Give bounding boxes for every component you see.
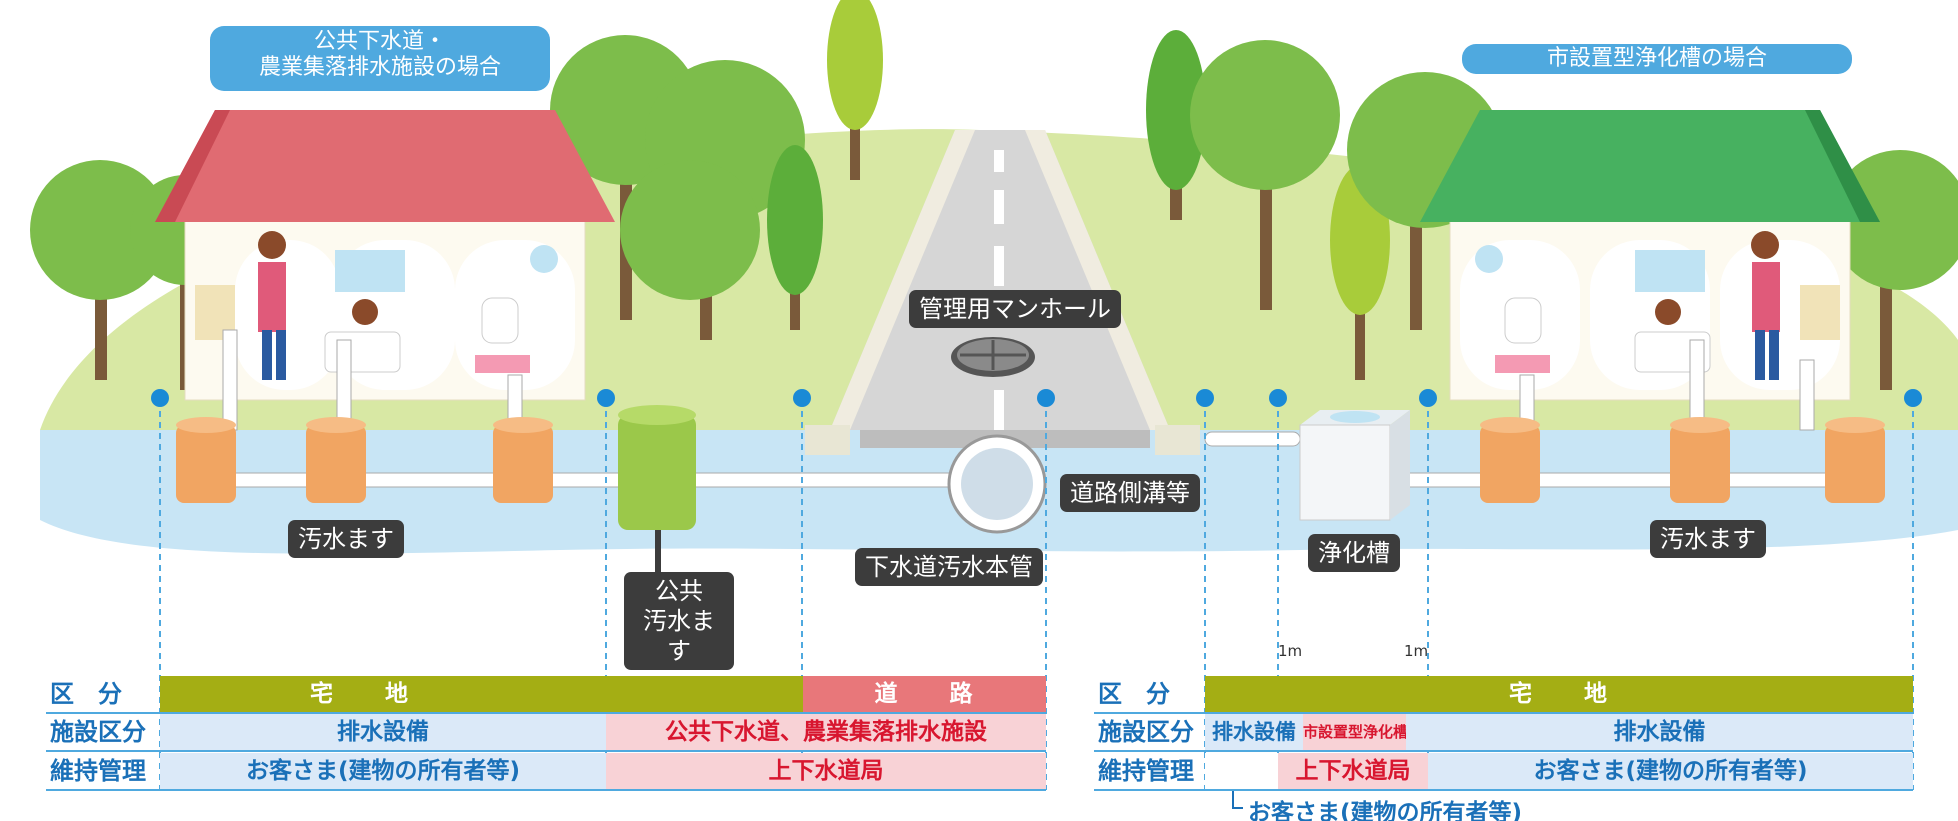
septic-tank-icon	[1299, 410, 1410, 521]
main-pipe-label: 下水道汚水本管	[855, 548, 1043, 586]
road	[805, 130, 1200, 455]
manhole-label: 管理用マンホール	[909, 290, 1121, 328]
right-cell-residential: 宅 地	[1205, 676, 1913, 712]
right-footnote: お客さま(建物の所有者等)	[1248, 800, 1523, 821]
boundary-points	[151, 389, 1922, 407]
manhole-cover-icon	[951, 337, 1035, 377]
right-cell-customer: お客さま(建物の所有者等)	[1428, 753, 1913, 789]
left-row-header-category: 区 分	[50, 680, 122, 708]
right-cell-drainage-right: 排水設備	[1406, 714, 1913, 750]
right-row-header-maintenance: 維持管理	[1098, 757, 1194, 785]
right-row-header-category: 区 分	[1098, 680, 1170, 708]
right-cell-drainage-left: 排水設備	[1205, 714, 1303, 750]
septic-tank-label: 浄化槽	[1308, 534, 1400, 572]
distance-mark-left: 1m	[1278, 642, 1303, 660]
left-cell-residential: 宅 地	[160, 676, 803, 712]
left-cell-drainage: 排水設備	[160, 714, 606, 750]
left-house	[155, 110, 615, 401]
left-title: 公共下水道・ 農業集落排水施設の場合	[210, 26, 550, 91]
left-sewage-basins	[176, 417, 553, 503]
right-row-header-facility: 施設区分	[1098, 718, 1194, 746]
left-row-header-maintenance: 維持管理	[50, 757, 146, 785]
right-house	[1420, 110, 1880, 401]
left-cell-customer: お客さま(建物の所有者等)	[160, 753, 606, 789]
right-cell-empty	[1205, 753, 1278, 789]
right-cell-septic: 市設置型浄化槽	[1303, 714, 1408, 750]
public-sewage-basin	[618, 405, 696, 530]
right-title: 市設置型浄化槽の場合	[1462, 44, 1852, 74]
left-cell-bureau: 上下水道局	[606, 753, 1046, 789]
left-cell-road: 道 路	[803, 676, 1046, 712]
right-sewage-basin-label: 汚水ます	[1650, 520, 1766, 558]
main-sewer-pipe-icon	[947, 434, 1047, 534]
left-cell-public: 公共下水道、農業集落排水施設	[606, 714, 1046, 750]
public-basin-label: 公共 汚水ます	[624, 572, 734, 670]
left-row-header-facility: 施設区分	[50, 718, 146, 746]
right-cell-bureau: 上下水道局	[1278, 753, 1428, 789]
distance-mark-right: 1m	[1404, 642, 1429, 660]
side-ditch-label: 道路側溝等	[1060, 474, 1200, 512]
left-sewage-basin-label: 汚水ます	[288, 520, 404, 558]
right-sewage-basins	[1480, 417, 1885, 503]
